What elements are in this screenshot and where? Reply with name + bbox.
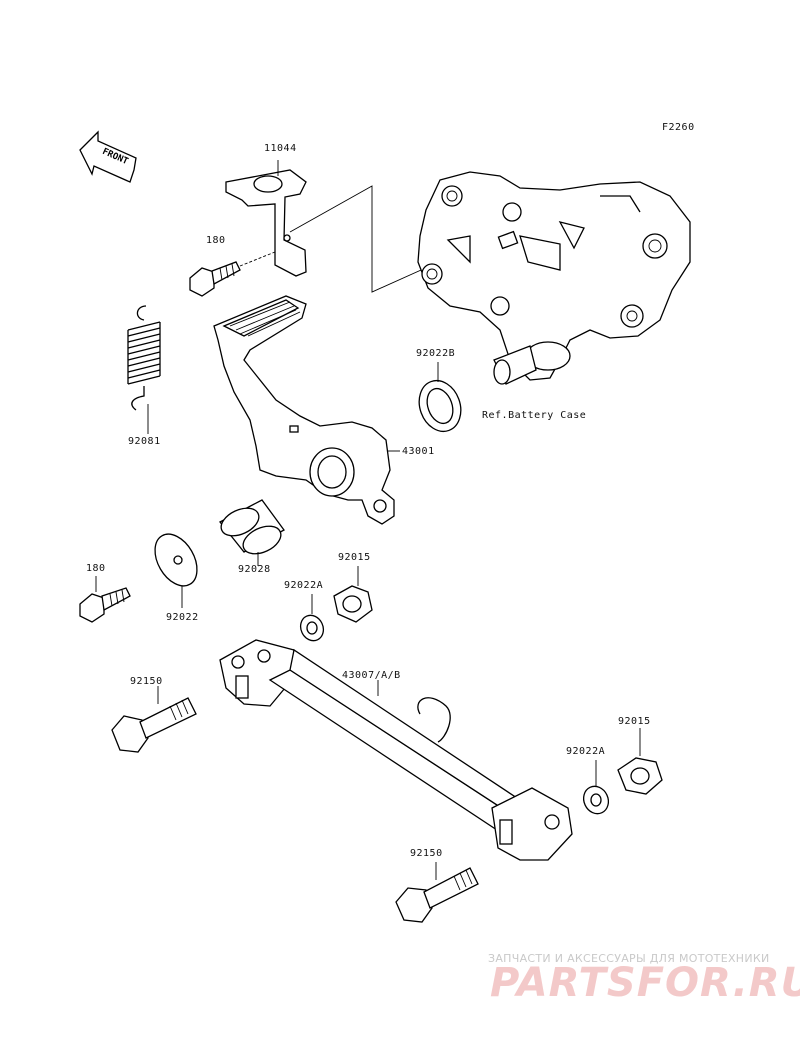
- part-label-180-mid: 180: [86, 563, 106, 574]
- washer-92022b: [418, 362, 462, 433]
- part-label-92015-lower: 92015: [618, 716, 651, 727]
- part-label-180-top: 180: [206, 235, 226, 246]
- watermark-logo: PARTSFOR.RU: [490, 960, 800, 1006]
- brake-pedal-43001: [213, 295, 400, 525]
- washer-92022a-mid: [299, 594, 325, 642]
- watermark-tagline: ЗАПЧАСТИ И АКСЕССУАРЫ ДЛЯ МОТОТЕХНИКИ: [488, 952, 770, 965]
- bracket-11044: [225, 160, 307, 277]
- nut-92015-mid: [333, 566, 373, 623]
- part-label-92022a-lower: 92022A: [566, 746, 606, 757]
- front-arrow-icon: FRONT: [79, 130, 137, 183]
- part-label-92022b: 92022B: [416, 348, 456, 359]
- part-label-92081: 92081: [128, 436, 161, 447]
- bolt-92150-lower: [395, 862, 479, 923]
- nut-92015-lower: [617, 728, 663, 795]
- part-label-43001: 43001: [402, 446, 435, 457]
- part-label-92150-lower: 92150: [410, 848, 443, 859]
- part-label-92028: 92028: [238, 564, 271, 575]
- bolt-180-mid: [79, 576, 131, 623]
- bush-92028: [218, 499, 285, 566]
- washer-92022a-lower: [582, 760, 610, 815]
- bolt-92150-upper: [111, 686, 197, 753]
- part-label-11044: 11044: [264, 143, 297, 154]
- part-label-92150-upper: 92150: [130, 676, 163, 687]
- rod-43007: [219, 639, 573, 861]
- part-label-92022a-mid: 92022A: [284, 580, 324, 591]
- part-label-92015-mid: 92015: [338, 552, 371, 563]
- diagram-code: F2260: [662, 122, 695, 133]
- part-label-battery-case: Ref.Battery Case: [482, 410, 587, 421]
- washer-92022: [154, 533, 198, 608]
- spring-92081: [127, 305, 161, 434]
- part-label-92022: 92022: [166, 612, 199, 623]
- bolt-180-top: [189, 251, 276, 297]
- battery-case-ref: [417, 171, 691, 385]
- part-label-43007: 43007/A/B: [342, 670, 401, 681]
